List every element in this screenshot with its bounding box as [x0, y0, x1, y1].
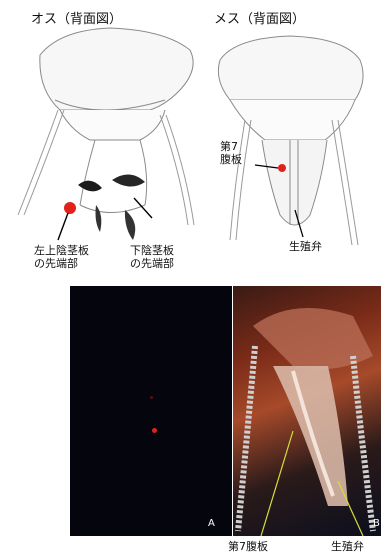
female-valve-label: 生殖弁 — [289, 240, 322, 253]
female-sternite-label-line1: 第7 — [220, 140, 242, 153]
photo-panel-a: A — [70, 286, 232, 536]
panel-b-letter: B — [373, 518, 380, 529]
caption-sternite: 第7腹板 — [228, 540, 268, 553]
male-right-label-line2: の先端部 — [130, 257, 174, 270]
female-title: メス（背面図） — [214, 8, 305, 27]
panel-a-letter: A — [208, 518, 215, 529]
male-left-label: 左上陰茎板 の先端部 — [34, 244, 89, 270]
male-left-leader — [58, 213, 68, 240]
male-red-tip-marker — [64, 202, 76, 214]
male-right-label: 下陰茎板 の先端部 — [130, 244, 174, 270]
male-penis-plates — [78, 174, 145, 240]
male-title: オス（背面図） — [31, 8, 122, 27]
male-abdomen-drawing — [40, 28, 193, 213]
male-left-label-line2: の先端部 — [34, 257, 89, 270]
photo-panel-b: B — [233, 286, 381, 536]
male-right-label-line1: 下陰茎板 — [130, 244, 174, 257]
faint-signal-dot — [150, 396, 153, 399]
caption-valve: 生殖弁 — [331, 540, 364, 553]
female-sternite-label: 第7 腹板 — [220, 140, 242, 166]
fluorescent-signal-dot — [152, 428, 157, 433]
female-sternite-label-line2: 腹板 — [220, 153, 242, 166]
female-red-marker — [278, 164, 286, 172]
photo-b-drawing — [233, 286, 381, 536]
male-left-label-line1: 左上陰茎板 — [34, 244, 89, 257]
